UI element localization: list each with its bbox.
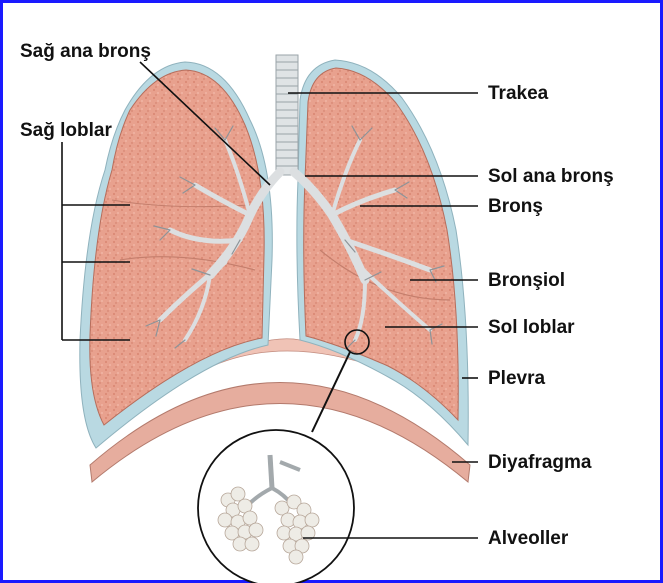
trachea [276, 55, 298, 175]
label-trakea: Trakea [488, 83, 549, 104]
label-plevra: Plevra [488, 368, 545, 389]
label-sag-ana-brons: Sağ ana bronş [20, 41, 151, 62]
label-diyafragma: Diyafragma [488, 452, 592, 473]
lung-right [90, 70, 264, 425]
label-bronsiol: Bronşiol [488, 270, 565, 291]
label-sag-loblar: Sağ loblar [20, 120, 112, 141]
label-sol-ana-brons: Sol ana bronş [488, 166, 614, 187]
label-brons: Bronş [488, 196, 543, 217]
label-sol-loblar: Sol loblar [488, 317, 575, 338]
label-alveoller: Alveoller [488, 528, 569, 549]
